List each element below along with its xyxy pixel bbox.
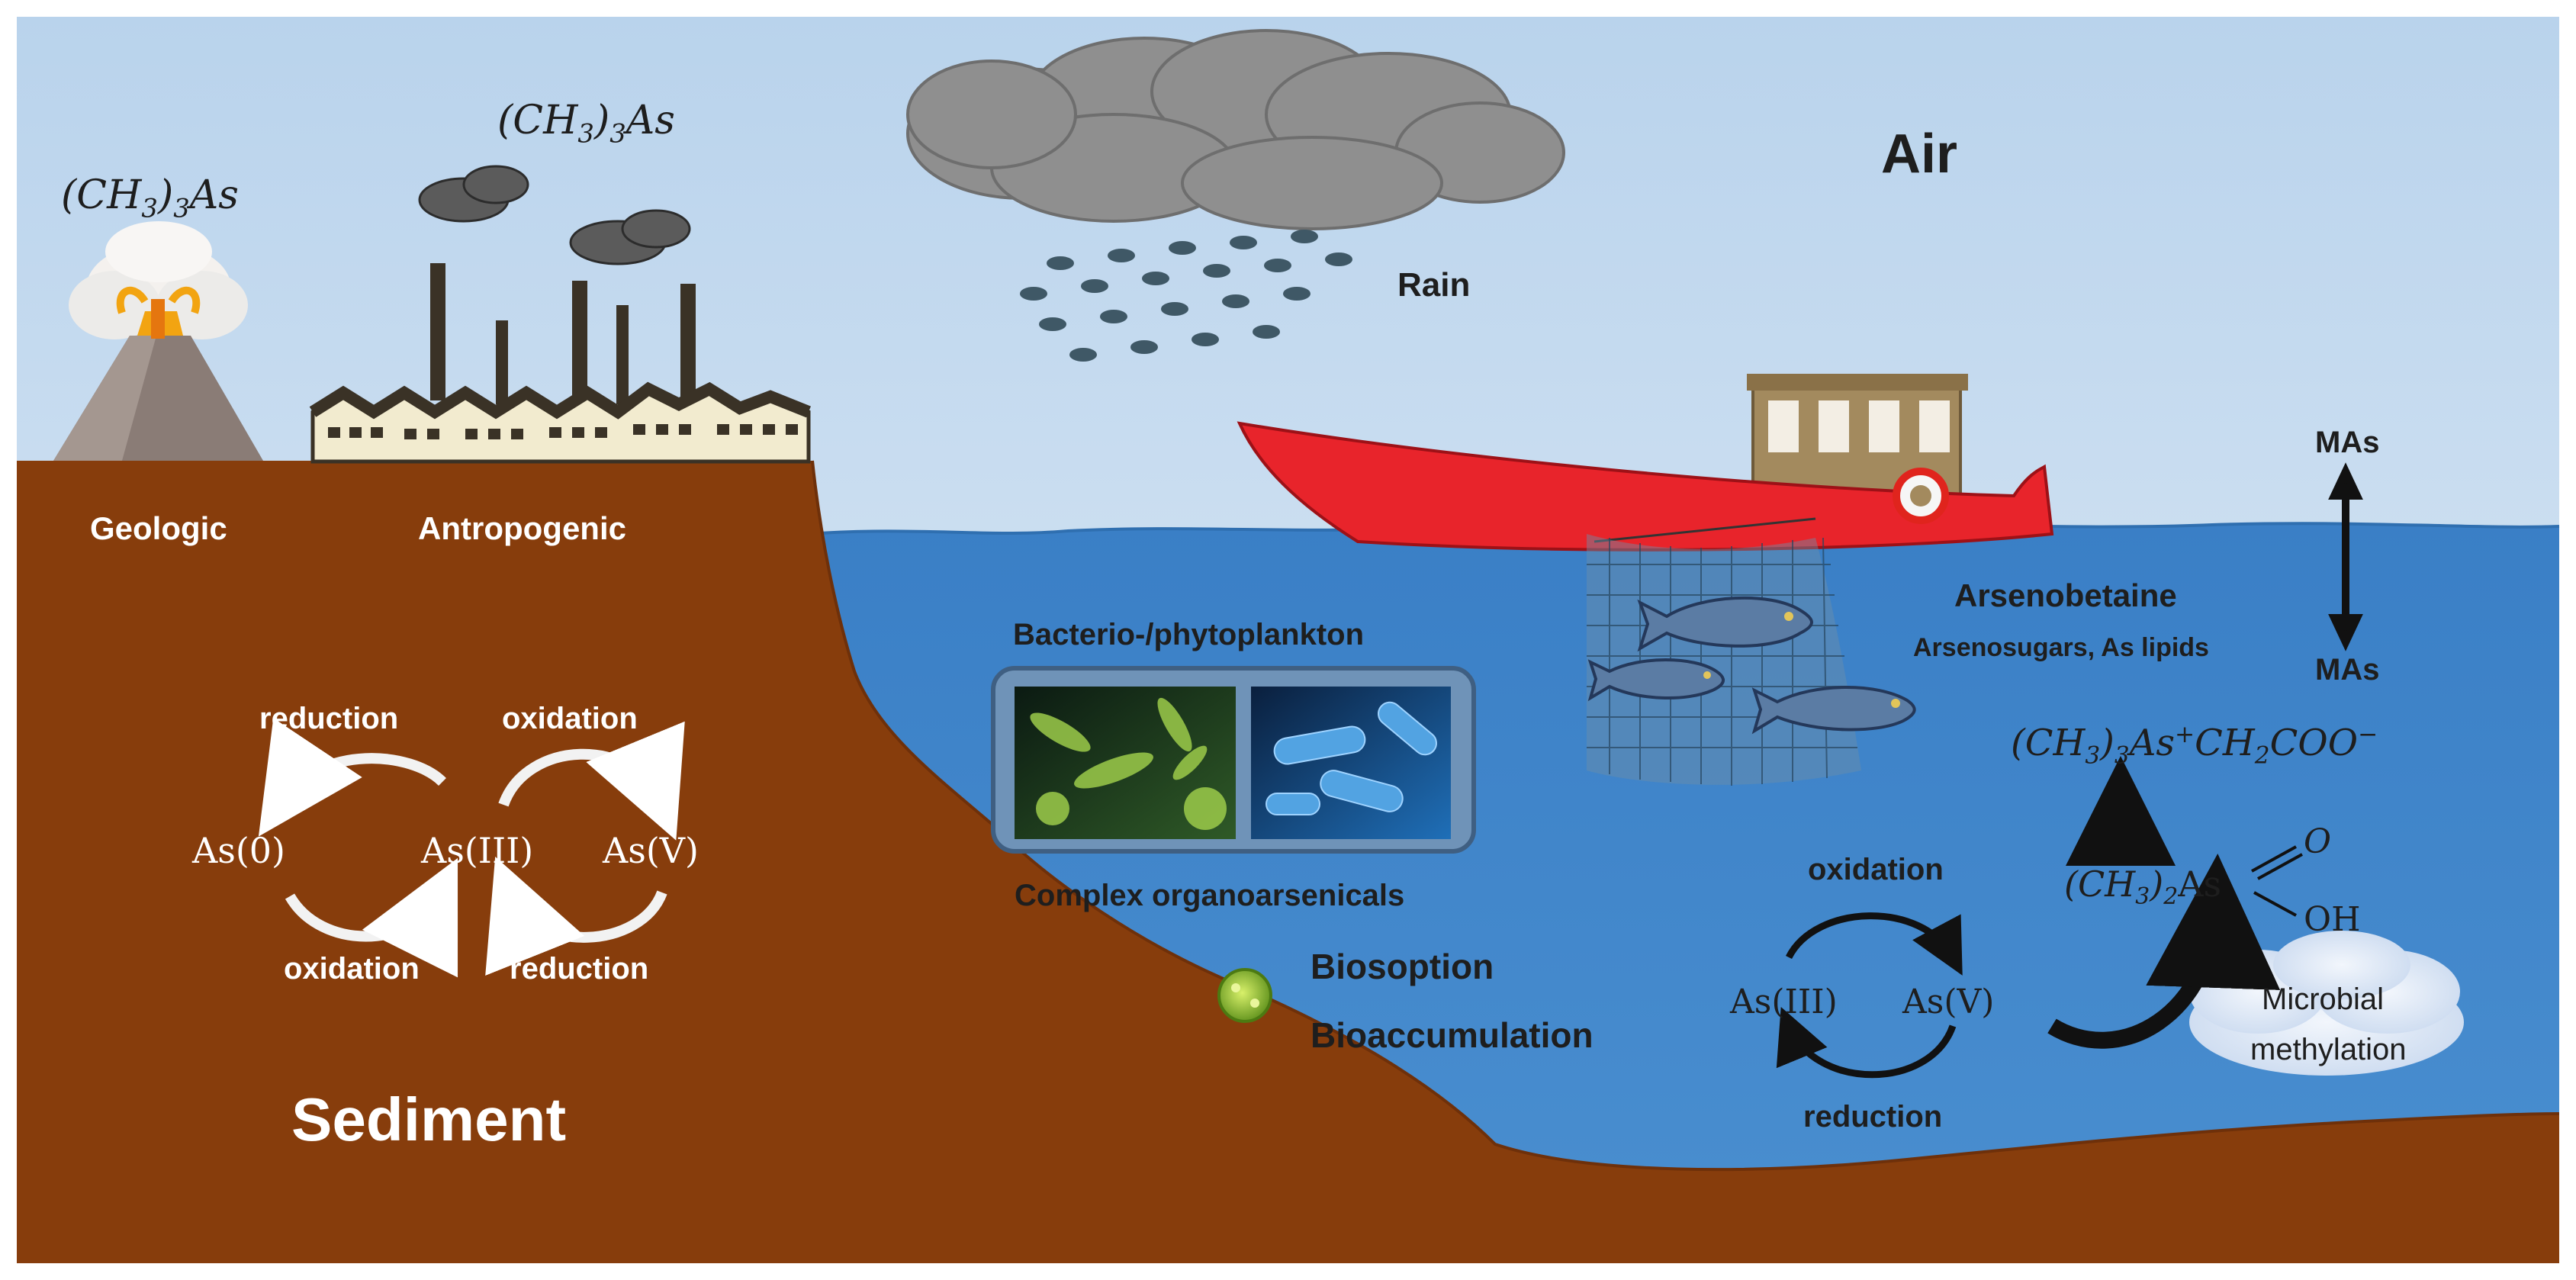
- rain-label: Rain: [1397, 266, 1471, 304]
- species-as3-water: As(III): [1730, 983, 1838, 1021]
- dma-formula: (CH3)2As: [2064, 864, 2222, 911]
- sediment-oxidation-top: oxidation: [502, 702, 638, 735]
- factory-gas-formula: (CH3)3As: [497, 98, 675, 149]
- methylation-arrow: [2047, 854, 2281, 1049]
- species-as5-water: As(V): [1902, 983, 1995, 1021]
- fishing-net-icon: [1587, 534, 1861, 786]
- volcano-gas-formula: (CH3)3As: [61, 172, 239, 224]
- mas-bottom-label: MAs: [2315, 653, 2380, 687]
- antropogenic-label: Antropogenic: [418, 510, 626, 546]
- alga-icon: [1217, 968, 1272, 1023]
- methylation-label: methylation: [2250, 1033, 2407, 1066]
- air-label: Air: [1881, 124, 1958, 185]
- bacteria-icon: [1265, 701, 1437, 815]
- species-as3-sediment: As(III): [421, 830, 534, 871]
- volcano-icon: [53, 221, 263, 461]
- boat-icon: [1237, 374, 2054, 552]
- mas-top-label: MAs: [2315, 426, 2380, 459]
- arsenobetaine-formula: (CH3)3As+CH2COO−: [2011, 721, 2378, 770]
- plankton-panel: [991, 666, 1476, 854]
- plankton-title: Bacterio-/phytoplankton: [1013, 618, 1365, 651]
- factory-icon: [309, 165, 811, 464]
- arsenosugars-label: Arsenosugars, As lipids: [1913, 633, 2209, 662]
- species-as0: As(0): [192, 830, 285, 871]
- bioaccumulation-label: Bioaccumulation: [1311, 1015, 1594, 1055]
- dma-oxygen: O: [2304, 822, 2332, 861]
- sediment-oxidation-bottom: oxidation: [284, 952, 420, 986]
- phytoplankton-icon: [1030, 697, 1227, 830]
- sediment-label: Sediment: [291, 1085, 567, 1153]
- arsenobetaine-label: Arsenobetaine: [1954, 577, 2177, 613]
- dma-hydroxyl: OH: [2304, 900, 2361, 939]
- fish-icon: [1587, 596, 1916, 735]
- microbial-label: Microbial: [2262, 983, 2385, 1016]
- geologic-label: Geologic: [90, 510, 227, 546]
- mas-exchange-arrow: [2328, 462, 2363, 651]
- sediment-cycle-arrows: [258, 718, 685, 978]
- water-cycle-arrows: [1776, 912, 1963, 1079]
- plankton-caption: Complex organoarsenicals: [1015, 879, 1405, 912]
- dma-bonds: [2251, 845, 2303, 917]
- sediment-ground: [17, 461, 2559, 1263]
- species-as5-sediment: As(V): [603, 830, 699, 871]
- sediment-reduction-bottom: reduction: [510, 952, 649, 986]
- sediment-edge: [811, 460, 2560, 1172]
- water-oxidation-label: oxidation: [1808, 853, 1944, 886]
- rain-cloud-icon: [906, 29, 1565, 230]
- sediment-reduction-top: reduction: [259, 702, 399, 735]
- biosorption-label: Biosoption: [1311, 947, 1494, 986]
- rain-drops-icon: [1020, 230, 1352, 362]
- water-reduction-label: reduction: [1803, 1100, 1943, 1134]
